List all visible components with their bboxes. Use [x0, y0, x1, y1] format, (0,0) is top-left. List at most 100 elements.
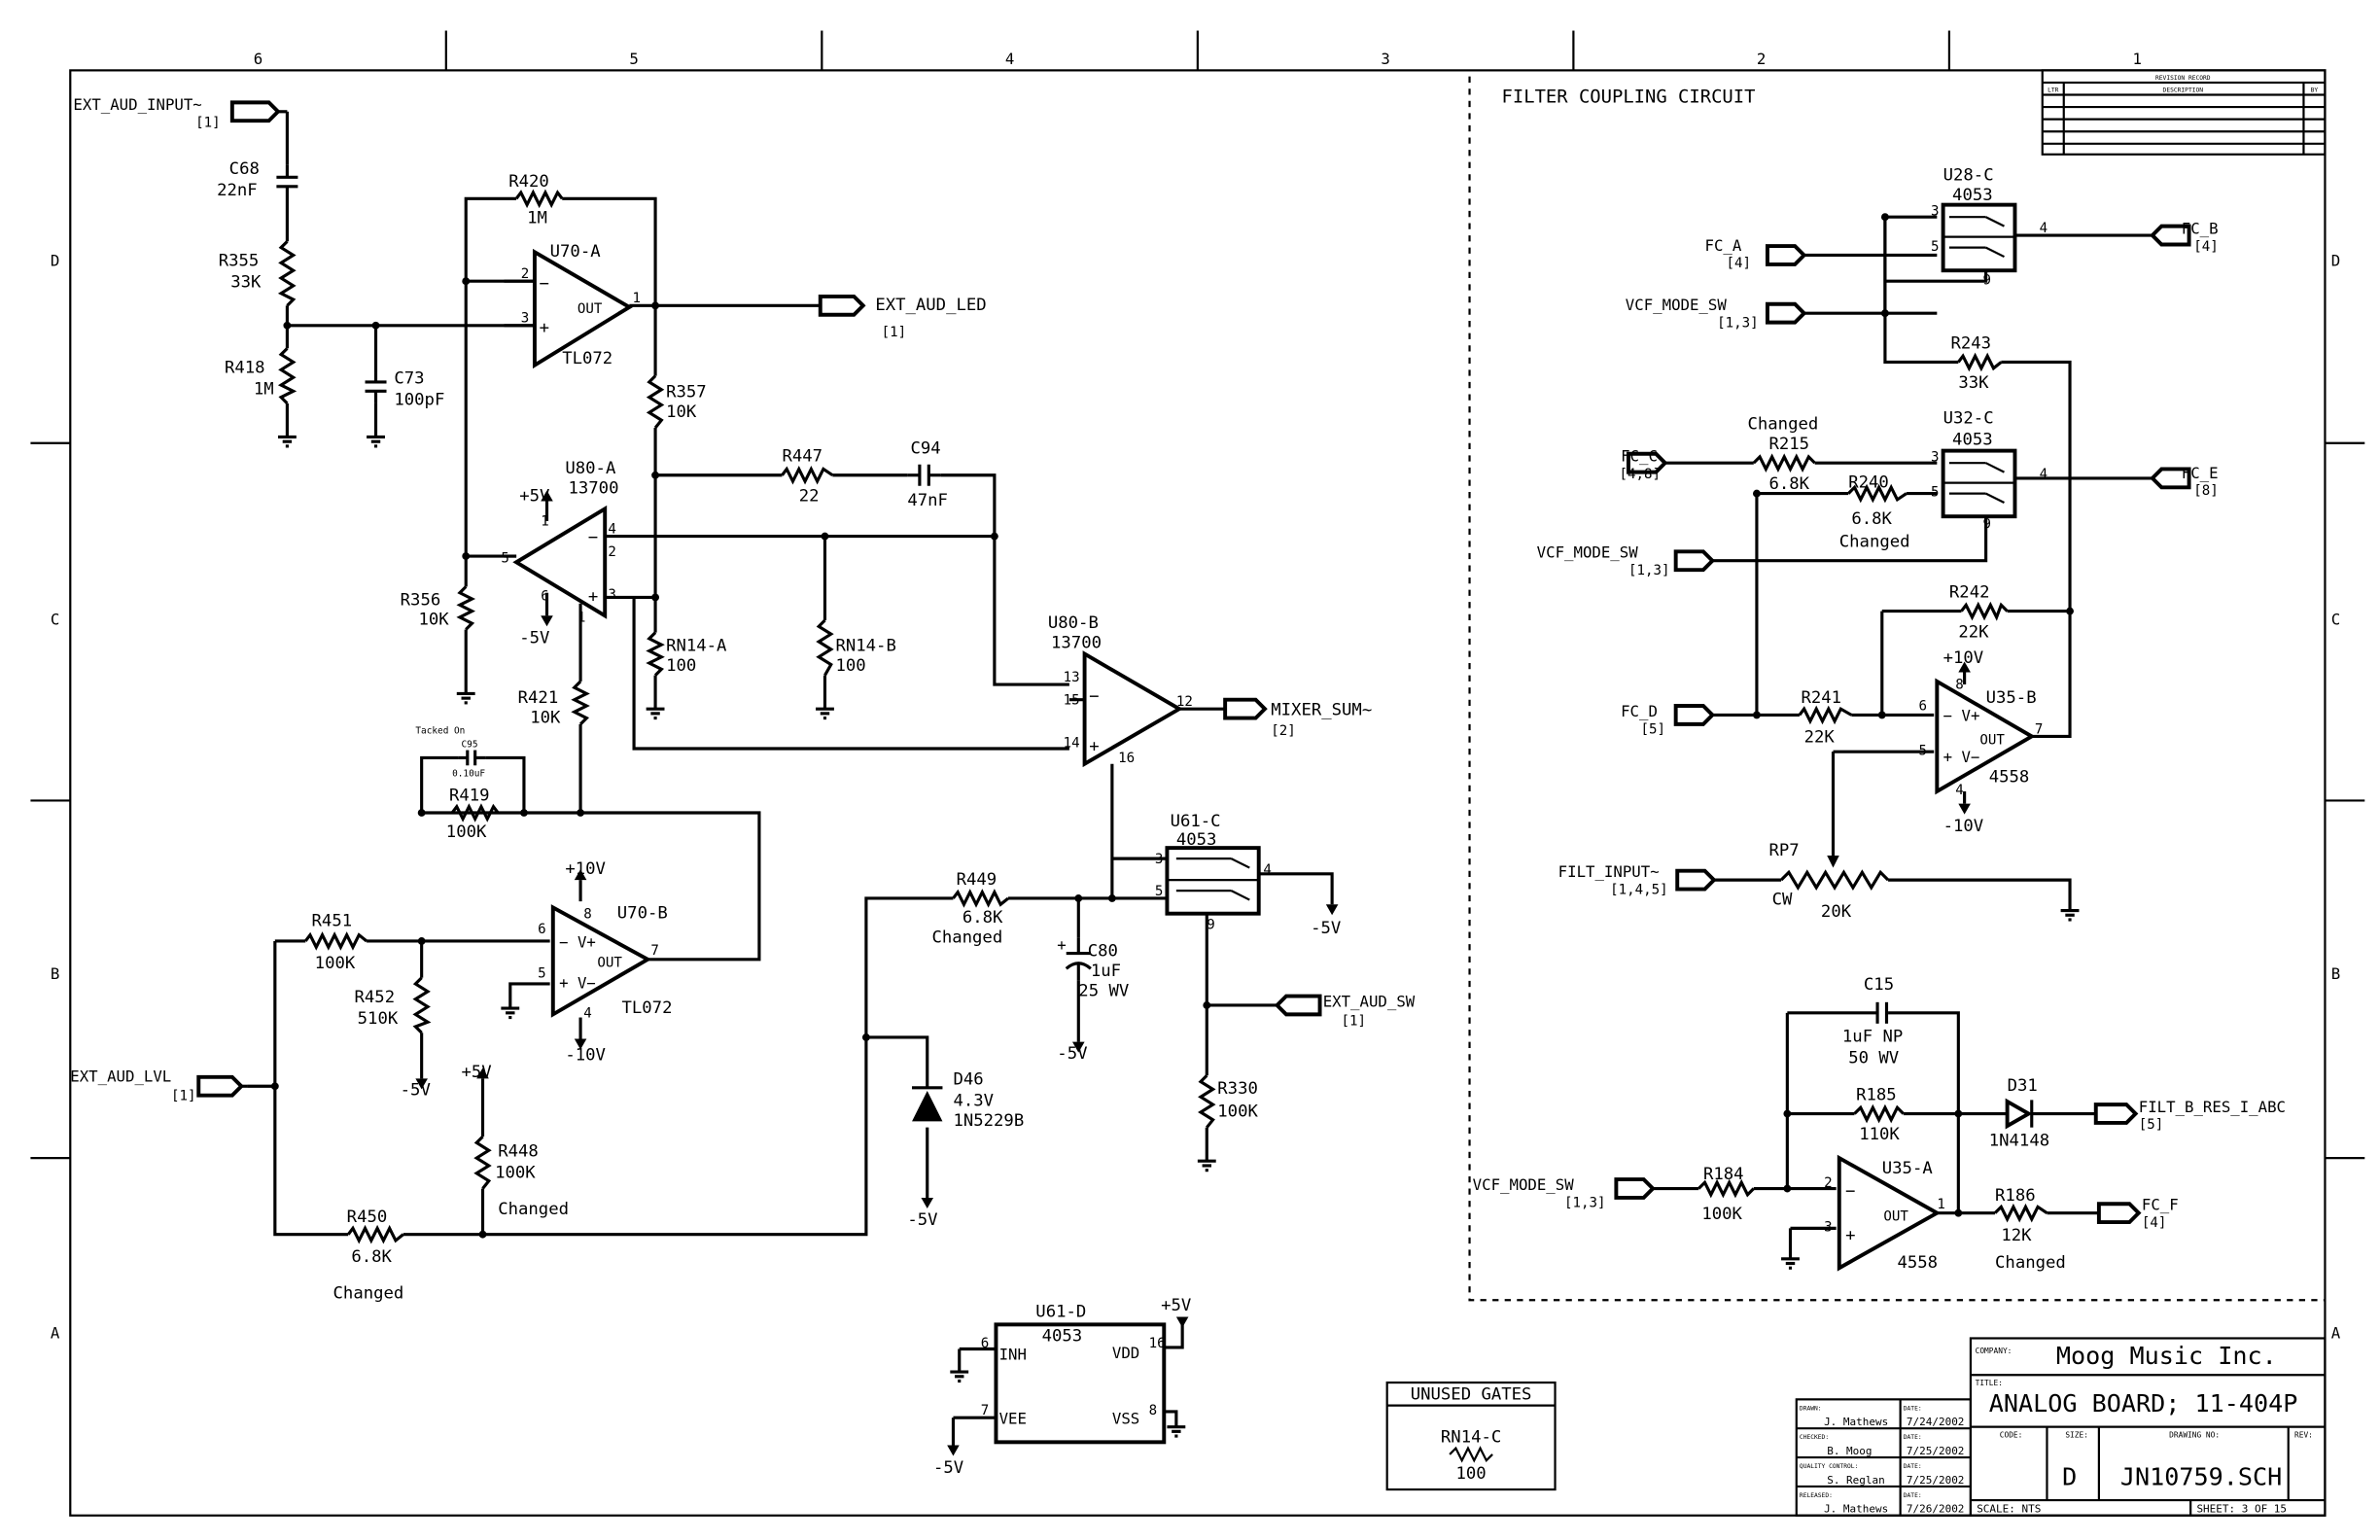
port-name: FC_B — [2182, 219, 2219, 237]
component-value: 110K — [1859, 1125, 1900, 1144]
component-ref: U80-A — [565, 459, 616, 478]
component-ref: R448 — [498, 1142, 539, 1162]
opamp-out-label: OUT — [1883, 1209, 1908, 1225]
port-ref: [1] — [171, 1088, 196, 1103]
plus-icon: + — [1089, 737, 1099, 756]
component-note: Changed — [1748, 415, 1819, 435]
port-ref: [5] — [1641, 721, 1666, 737]
port-fc-f: FC_F [4] — [2096, 1196, 2179, 1231]
resistor-r420: R420 1M — [508, 172, 564, 228]
component-ref: C73 — [394, 368, 424, 388]
component-value: 100K — [315, 954, 356, 973]
zone-row-a-left: A — [51, 1324, 60, 1343]
drawing-number: JN10759.SCH — [2120, 1462, 2282, 1490]
rail-label: +5V — [462, 1063, 492, 1082]
component-value: 100K — [1217, 1102, 1258, 1122]
component-part: 13700 — [1051, 633, 1102, 652]
resistor-r184: R184 100K — [1698, 1165, 1755, 1224]
port-name: FC_D — [1621, 702, 1658, 720]
component-part: 13700 — [569, 479, 619, 499]
component-value: 10K — [419, 611, 450, 630]
port-filt-input: FILT_INPUT~ [1,4,5] — [1558, 862, 1717, 897]
pin-number: 2 — [608, 544, 616, 560]
drawing-number-label: DRAWING NO: — [2169, 1431, 2220, 1440]
plus-icon: + V− — [1943, 748, 1980, 766]
component-value: 100K — [446, 822, 487, 842]
zener-diode-d46: D46 4.3V 1N5229B — [912, 1070, 1024, 1131]
unused-value: 100 — [1456, 1464, 1487, 1484]
resistor-r185: R185 110K — [1853, 1085, 1905, 1144]
component-note: Changed — [333, 1284, 404, 1304]
rail-label: +5V — [1161, 1296, 1191, 1315]
pin-number: 4 — [1263, 862, 1272, 878]
component-ref: R451 — [312, 911, 353, 930]
port-name: FILT_B_RES_I_ABC — [2139, 1098, 2286, 1116]
component-value: 100 — [666, 656, 696, 676]
pin-number: 5 — [538, 966, 546, 982]
arrow-down-icon — [1325, 904, 1339, 916]
pin-number: 3 — [1931, 204, 1940, 220]
approval-label: DRAWN: — [1800, 1405, 1822, 1412]
port-name: FC_A — [1705, 236, 1742, 255]
port-ref: [1,3] — [1717, 315, 1759, 331]
port-name: VCF_MODE_SW — [1473, 1175, 1575, 1194]
port-ref: [1] — [882, 325, 907, 340]
zone-col-6: 6 — [254, 50, 262, 68]
pin-number: 5 — [1931, 485, 1940, 501]
zone-row-b-left: B — [51, 964, 59, 983]
component-ref: D46 — [953, 1070, 983, 1090]
plus-icon: + — [1057, 935, 1066, 954]
rail-label: -5V — [933, 1458, 963, 1478]
resistor-r449: R449 6.8K Changed — [931, 870, 1010, 948]
pin-number: 3 — [1824, 1220, 1833, 1236]
rail-label-minus5-c80: -5V — [1057, 1044, 1087, 1064]
approval-date: 7/26/2002 — [1907, 1503, 1965, 1516]
rail-label-minus5-u61c: -5V — [1311, 919, 1341, 938]
pin-number: 4 — [583, 1006, 592, 1022]
resistor-r355: R355 33K — [219, 240, 297, 307]
unused-gates-box: UNUSED GATES RN14-C 100 — [1385, 1381, 1557, 1491]
pin-label: VSS — [1112, 1409, 1139, 1427]
component-ref: U28-C — [1943, 165, 1994, 185]
component-rating: 25 WV — [1078, 982, 1129, 1001]
opamp-out-label: OUT — [1979, 732, 2005, 748]
pin-number: 7 — [2035, 721, 2044, 737]
resistor-r356: R356 10K — [401, 585, 476, 631]
zone-col-1: 1 — [2132, 50, 2141, 68]
component-ref: R241 — [1801, 688, 1841, 708]
component-ref: C68 — [229, 159, 260, 179]
potentiometer-rp7: RP7 CW 20K — [1769, 841, 1890, 922]
component-part: 4558 — [1897, 1253, 1938, 1273]
zone-row-a-right: A — [2331, 1324, 2341, 1343]
rail-arrows — [415, 490, 1971, 1456]
pin-number: 7 — [981, 1403, 990, 1418]
revision-description: DESCRIPTION — [2163, 87, 2204, 93]
pin-number: 1 — [632, 291, 641, 306]
component-ref: C80 — [1088, 942, 1118, 962]
component-ref: R418 — [225, 358, 265, 377]
zone-row-d-right: D — [2331, 251, 2340, 269]
component-ref: RP7 — [1769, 841, 1800, 860]
zone-col-5: 5 — [629, 50, 638, 68]
pin-number: 12 — [1176, 694, 1193, 710]
pin-number: 8 — [583, 906, 592, 922]
resistor-r357: R357 10K — [646, 374, 707, 430]
rail-label: -5V — [401, 1081, 431, 1101]
component-ref: R243 — [1950, 333, 1991, 353]
port-name: EXT_AUD_LVL — [70, 1068, 171, 1086]
resistor-r452: R452 510K — [355, 976, 432, 1034]
port-vcf-mode-sw-2: VCF_MODE_SW [1,3] — [1537, 543, 1716, 578]
component-value: 1uF NP — [1842, 1028, 1903, 1047]
rail-label: -10V — [1943, 817, 1984, 836]
port-ref: [4,8] — [1620, 467, 1662, 482]
component-value: 1M — [527, 208, 547, 228]
sheet-label: SHEET: 3 OF 15 — [2196, 1503, 2287, 1516]
component-ref: R356 — [401, 590, 441, 610]
pin-number: 16 — [1149, 1336, 1166, 1351]
component-ref: U70-B — [617, 903, 668, 923]
analog-switch-u28c: U28-C 4053 3 5 4 9 — [1884, 165, 2048, 288]
company-name: Moog Music Inc. — [2056, 1342, 2277, 1370]
arrow-up-icon — [1175, 1316, 1189, 1328]
approval-label: QUALITY CONTROL: — [1800, 1463, 1858, 1470]
approval-date: 7/25/2002 — [1907, 1474, 1965, 1487]
